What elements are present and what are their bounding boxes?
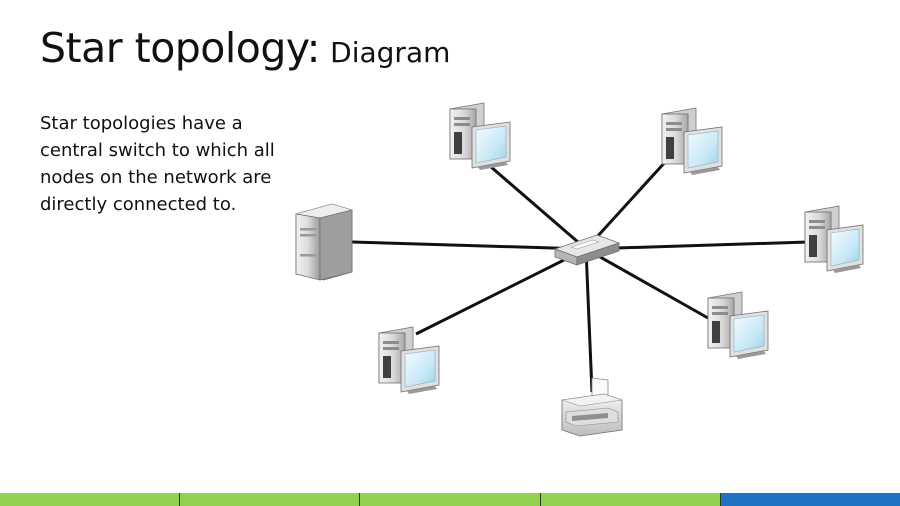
link-to-lower-left (415, 247, 587, 336)
link-to-top-left (482, 158, 587, 251)
link-to-top-right (584, 158, 669, 251)
footer-segment (0, 493, 181, 506)
network-switch-icon (553, 234, 621, 266)
link-to-left (351, 240, 587, 251)
footer-segment (180, 493, 361, 506)
desktop-computer-icon (661, 107, 723, 175)
link-to-printer (584, 248, 594, 393)
footer-segment (720, 493, 900, 506)
connection-lines (351, 158, 809, 393)
title-main: Star topology: (40, 24, 320, 72)
desktop-computer-icon (804, 205, 864, 273)
printer-icon (561, 377, 623, 437)
title-sub: Diagram (330, 36, 451, 69)
desktop-computer-icon (449, 102, 511, 170)
link-to-right (585, 240, 809, 251)
footer-color-bar (0, 493, 900, 506)
desktop-computer-icon (378, 326, 440, 394)
desktop-computer-icon (707, 291, 769, 359)
slide-title: Star topology: Diagram (40, 24, 450, 72)
footer-segment (360, 493, 541, 506)
link-to-lower-right (585, 247, 709, 320)
server-tower-icon (295, 203, 354, 281)
footer-segment (540, 493, 721, 506)
slide-body-text: Star topologies have a central switch to… (40, 113, 275, 215)
